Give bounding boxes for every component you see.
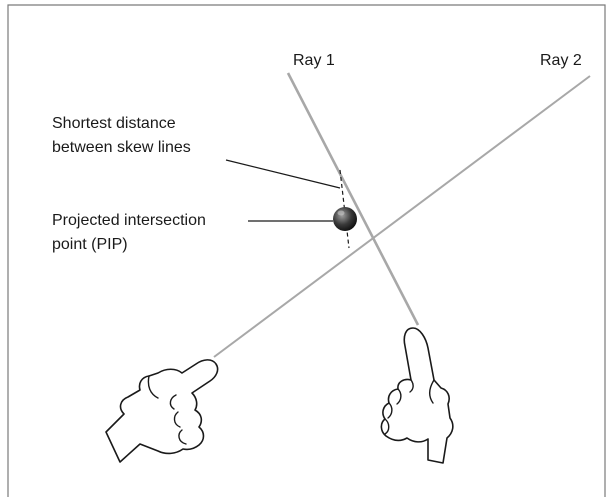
ray-1-label: Ray 1 (293, 52, 335, 69)
shortest-distance-leader (225, 159, 341, 189)
left-hand-icon (105, 359, 219, 463)
pip-sphere-highlight (337, 210, 345, 216)
right-hand-icon (380, 327, 454, 464)
ray-2-label: Ray 2 (540, 52, 582, 69)
shortest-distance-segment (339, 169, 350, 249)
shortest-distance-label-line1: Shortest distance (52, 115, 176, 132)
pip-label-line1: Projected intersection (52, 212, 206, 229)
pip-sphere (333, 207, 357, 231)
shortest-distance-label-line2: between skew lines (52, 139, 191, 156)
figure-frame (7, 4, 606, 497)
ray-2-line (213, 75, 591, 358)
ray-1-line (286, 72, 420, 326)
pip-label-line2: point (PIP) (52, 236, 128, 253)
